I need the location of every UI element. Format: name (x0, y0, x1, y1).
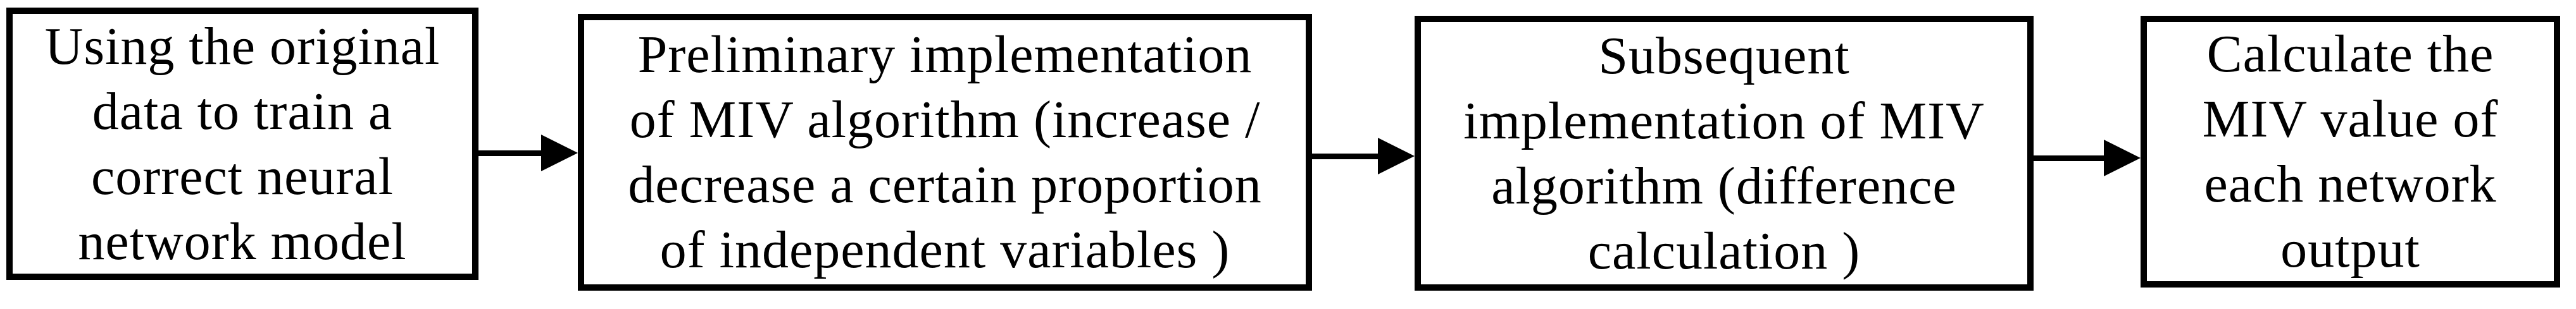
step-1-line-1: Using the original (44, 16, 441, 76)
step-4-line-3: each network (2204, 155, 2497, 214)
arrow-head (2104, 140, 2141, 176)
arrow-shaft (2034, 155, 2104, 161)
step-4-line-4: output (2280, 220, 2420, 279)
arrow-right-icon (1312, 138, 1415, 174)
flow-box-step-2: Preliminary implementation of MIV algori… (578, 14, 1312, 291)
step-3-line-2: implementation of MIV (1463, 91, 1985, 150)
step-3-line-1: Subsequent (1598, 26, 1850, 85)
step-1-line-2: data to train a (92, 82, 393, 141)
flow-box-step-3: Subsequent implementation of MIV algorit… (1415, 16, 2034, 291)
step-3-line-4: calculation ) (1587, 221, 1861, 281)
step-4-line-2: MIV value of (2202, 90, 2499, 148)
step-4-line-1: Calculate the (2206, 25, 2494, 83)
arrow-right-icon (2034, 140, 2141, 176)
arrow-right-icon (478, 135, 578, 171)
arrow-shaft (478, 150, 541, 156)
step-2-line-3: decrease a certain proportion (628, 155, 1262, 214)
step-3-line-3: algorithm (difference (1491, 156, 1957, 215)
step-1-line-3: correct neural (91, 147, 394, 206)
step-1-line-4: network model (78, 212, 407, 271)
arrow-head (541, 135, 578, 171)
arrow-head (1378, 138, 1415, 174)
arrow-shaft (1312, 153, 1378, 159)
step-2-line-1: Preliminary implementation (637, 25, 1253, 84)
step-2-line-4: of independent variables ) (660, 221, 1230, 279)
step-2-line-2: of MIV algorithm (increase / (629, 90, 1261, 149)
flow-box-step-4: Calculate the MIV value of each network … (2141, 16, 2560, 288)
flow-box-step-1: Using the original data to train a corre… (6, 8, 478, 280)
